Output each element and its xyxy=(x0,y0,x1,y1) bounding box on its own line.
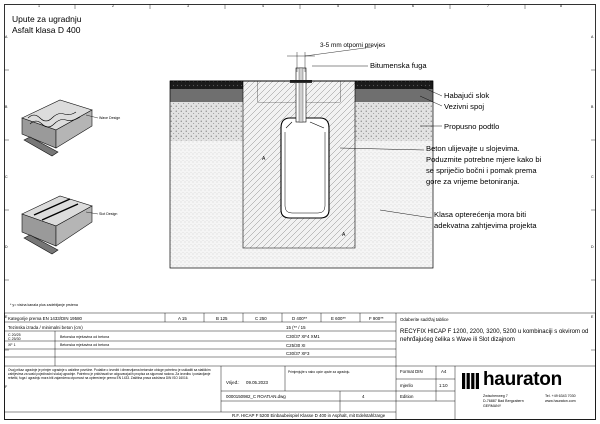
mix-small-3: XF 1 xyxy=(8,343,16,347)
row-mix1-value: C30/37 XF4 XM1 xyxy=(286,334,320,339)
class-e600: E 600** xyxy=(331,316,346,321)
gap-annotation: 3-5 mm otporni prevjes xyxy=(320,42,386,49)
border-row-c-right: C xyxy=(591,175,594,179)
class-d400: D 400** xyxy=(292,316,308,321)
date-value: 09.05.2023 xyxy=(246,380,268,385)
date-label: Vrijeđ.: xyxy=(226,380,240,385)
row-mix1-label: Betonska mješavina od betona xyxy=(60,335,110,339)
bitumen-annotation: Bitumenska fuga xyxy=(370,61,427,70)
general-instruction-note: Primjenjujte s nabo opće upute za ugradn… xyxy=(288,370,351,374)
hauraton-logo-mark xyxy=(462,373,479,389)
format-label: Format DIN xyxy=(400,369,423,374)
content-label: Odaberite sadržaj tablice xyxy=(400,317,449,322)
svg-text:A: A xyxy=(262,156,266,162)
norm-label: Kategorije prema EN 1433/DIN 19580 xyxy=(8,316,82,321)
border-row-f: F xyxy=(5,385,8,389)
title-block-grid xyxy=(4,312,596,420)
border-col-6: 6 xyxy=(412,4,414,8)
product-description: RECYFIX HICAP F 1200, 2200, 3200, 5200 u… xyxy=(400,329,589,343)
border-row-e-right: E xyxy=(591,315,594,319)
scale-label: mjerilo xyxy=(400,383,413,388)
page-title: Upute za ugradnju xyxy=(12,14,82,24)
row-mix2-label: Betonska mješavina od betona xyxy=(60,343,110,347)
load-class-annotation-line2: adekvatna zahtjevima projekta xyxy=(434,221,537,230)
border-row-d-right: D xyxy=(591,245,594,249)
subbase-annotation: Propusno podtlo xyxy=(444,122,500,131)
sketch-leader-lines xyxy=(85,114,99,215)
class-a15: A 15 xyxy=(178,316,187,321)
company-phone: Tel. +49 6343 7030 xyxy=(545,394,576,398)
slot-design-label: Slot Design xyxy=(99,212,118,216)
drawing-reference: R.F. HICAP F 5200 Einbaubeispiel Klasse … xyxy=(232,413,386,418)
row-thickness-value: 15 (** / 15 xyxy=(286,325,306,330)
document-number: 0000150982_C ROATIAN.dwg xyxy=(226,394,286,399)
border-row-e: E xyxy=(5,315,8,319)
mix-small-2: C 25/30 xyxy=(8,337,21,341)
class-b125: B 125 xyxy=(216,316,228,321)
border-row-b-right: B xyxy=(591,105,594,109)
border-col-2: 2 xyxy=(112,4,114,8)
border-row-d: D xyxy=(5,245,8,249)
company-address-2: D-76887 Bad Bergzabern xyxy=(483,399,524,403)
hauraton-logo: hauraton xyxy=(483,369,562,390)
frame-ticks xyxy=(4,4,596,351)
wear-course-annotation: Habajući slok xyxy=(444,91,490,100)
binder-course-annotation: Vezivni spoj xyxy=(444,102,485,111)
page-number: 4 xyxy=(362,394,365,399)
row-mix2-value: C25/30 XI xyxy=(286,343,306,348)
scale-value: 1:10 xyxy=(439,383,448,388)
cross-section: A A xyxy=(169,46,434,269)
concrete-annotation-line1: Beton ulijevajte u slojevima. xyxy=(426,144,520,153)
border-col-3: 3 xyxy=(187,4,189,8)
border-row-b: B xyxy=(5,105,8,109)
company-address-1: Zwischenweg 7 xyxy=(483,394,508,398)
border-row-a: A xyxy=(5,35,8,39)
class-c250: C 250 xyxy=(255,316,267,321)
mix-small-1: C 20/25 xyxy=(8,333,21,337)
wave-design-sketch xyxy=(21,99,93,157)
border-row-c: C xyxy=(5,175,8,179)
wave-design-label: Wave Design xyxy=(99,116,121,120)
concrete-annotation-line3: se spriječio bočni i pomak prema xyxy=(426,166,537,175)
edition-label: Edition xyxy=(400,394,414,399)
annotation-leaders xyxy=(312,65,443,219)
concrete-annotation-line2: Poduzmite potrebne mjere kako bi xyxy=(426,155,542,164)
row-thickness-label: Tezinska izrada / minimalni beton (cm) xyxy=(8,325,83,330)
load-class-annotation-line1: Klasa opterećenja mora biti xyxy=(434,210,527,219)
slot-design-sketch xyxy=(21,195,93,255)
border-col-8: 8 xyxy=(560,4,562,8)
format-value: A4 xyxy=(441,369,447,374)
svg-text:A: A xyxy=(342,232,346,238)
class-f900: F 900** xyxy=(369,316,384,321)
concrete-annotation-line4: gore za vrijeme betoniranja. xyxy=(426,177,520,186)
company-address-3: GERMANY xyxy=(483,404,502,408)
border-col-7: 7 xyxy=(487,4,489,8)
border-row-a-right: A xyxy=(591,35,594,39)
footnote: * y= visina kanala plus zadebljanje prst… xyxy=(10,303,78,307)
border-col-1: 1 xyxy=(38,4,40,8)
border-col-5: 5 xyxy=(337,4,339,8)
company-website: www.hauraton.com xyxy=(545,399,576,403)
border-col-4: 4 xyxy=(262,4,264,8)
installation-note: Ovaj prikaz ugradnje je primjer ugradnje… xyxy=(8,368,211,381)
page-subtitle: Asfalt klasa D 400 xyxy=(12,25,81,35)
row-mix3-value: C30/37 XF3 xyxy=(286,351,310,356)
